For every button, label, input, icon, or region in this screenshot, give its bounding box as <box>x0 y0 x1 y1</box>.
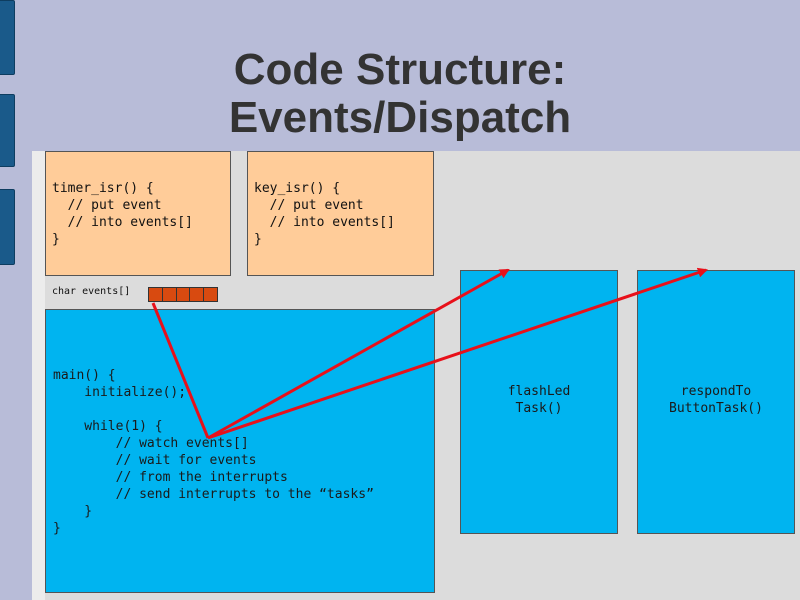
flash-led-task-label: flashLed Task() <box>507 384 571 416</box>
side-tab-3 <box>0 189 15 265</box>
events-array-cell <box>177 288 191 301</box>
flash-led-task-box: flashLed Task() <box>460 270 618 534</box>
events-array-cell <box>149 288 163 301</box>
events-array-cell <box>163 288 177 301</box>
slide-title: Code Structure: Events/Dispatch <box>150 46 650 142</box>
respond-to-button-task-label: respondTo ButtonTask() <box>669 384 763 416</box>
main-loop-code: main() { initialize(); while(1) { // wat… <box>53 368 374 536</box>
events-array <box>148 287 218 302</box>
events-array-cell <box>204 288 217 301</box>
side-tab-1 <box>0 0 15 75</box>
respond-to-button-task-box: respondTo ButtonTask() <box>637 270 795 534</box>
main-loop-box: main() { initialize(); while(1) { // wat… <box>45 309 435 593</box>
slide-title-line-1: Code Structure: <box>233 45 567 94</box>
events-array-cell <box>190 288 205 301</box>
key-isr-box: key_isr() { // put event // into events[… <box>247 151 434 276</box>
side-tab-2 <box>0 94 15 167</box>
events-array-label: char events[] <box>52 286 131 297</box>
timer-isr-code: timer_isr() { // put event // into event… <box>52 181 193 247</box>
key-isr-code: key_isr() { // put event // into events[… <box>254 181 395 247</box>
content-panel-edge <box>32 151 45 600</box>
timer-isr-box: timer_isr() { // put event // into event… <box>45 151 231 276</box>
slide-title-line-2: Events/Dispatch <box>228 93 572 142</box>
